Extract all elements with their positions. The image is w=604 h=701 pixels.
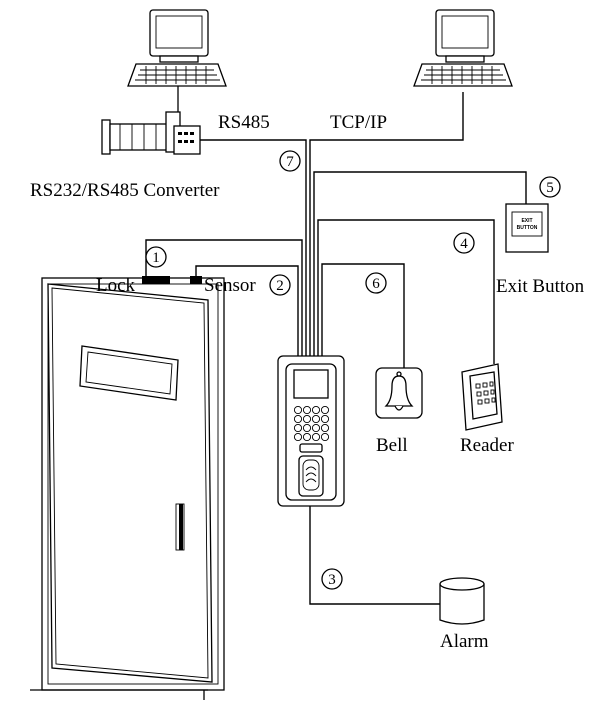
fingerprint-terminal-icon [277,355,345,507]
sensor-label: Sensor [204,275,256,296]
svg-text:7: 7 [286,154,294,170]
reader-label: Reader [460,435,514,456]
tcpip-label: TCP/IP [330,112,387,133]
converter-icon [101,104,201,155]
marker-7: 7 [279,150,301,172]
wire-alarm [309,506,440,605]
wire-bell [321,263,405,368]
marker-3: 3 [321,568,343,590]
svg-text:5: 5 [546,180,554,196]
exit-button-face-line-1: EXIT [521,218,532,224]
rs485-label: RS485 [218,112,270,133]
lock-label: Lock [96,275,136,296]
svg-text:2: 2 [276,278,284,294]
alarm-icon [439,577,485,625]
exit-button-face-line-2: BUTTON [517,225,538,231]
bell-icon [375,367,423,419]
svg-text:3: 3 [328,572,336,588]
wire-rs485 [200,139,307,358]
computer-right-icon [413,9,513,87]
wire-tcpip [309,92,464,358]
wire-sensor [195,265,299,358]
computer-left-icon [127,9,227,104]
bell-label: Bell [376,435,408,456]
door-icon [30,276,225,700]
marker-6: 6 [365,272,387,294]
marker-5: 5 [539,176,561,198]
svg-text:4: 4 [460,236,468,252]
marker-1: 1 [145,246,167,268]
reader-icon [461,363,503,431]
marker-4: 4 [453,232,475,254]
exit-button-label: Exit Button [496,276,585,297]
wire-reader [317,219,495,364]
exit-button-icon: EXIT BUTTON [505,203,549,253]
alarm-label: Alarm [440,631,489,652]
marker-2: 2 [269,274,291,296]
svg-text:6: 6 [372,276,380,292]
svg-text:1: 1 [152,250,160,266]
wire-exit-button [313,171,527,358]
converter-label: RS232/RS485 Converter [30,180,220,201]
